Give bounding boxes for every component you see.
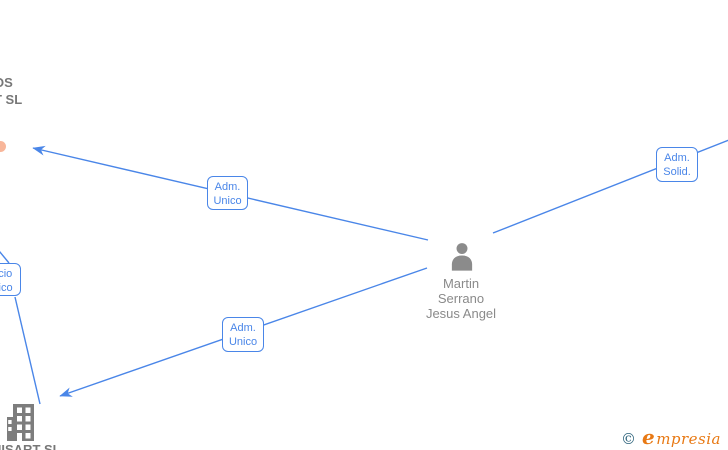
edge-label-line: Solid. [663, 166, 691, 178]
edge-label-line: Unico [0, 282, 13, 294]
edge-label-line: Unico [213, 195, 242, 207]
brand-rest: mpresia [656, 430, 721, 448]
empresia-logo[interactable]: © empresia [621, 425, 721, 449]
company-bottom-left-name: NISART SL [0, 442, 61, 450]
brand-wordmark: empresia [642, 425, 721, 449]
person-name-line3: Jesus Angel [425, 306, 497, 321]
edge-label-line: Adm. [664, 152, 690, 164]
edge-label-adm-unico-top: Adm. Unico [207, 176, 248, 210]
person-icon [451, 243, 473, 271]
relationship-edge [0, 250, 10, 264]
person-name-line2: Serrano [437, 291, 485, 306]
edge-label-line: Adm. [214, 181, 241, 193]
person-node[interactable] [446, 241, 478, 276]
relationship-edge [14, 296, 41, 405]
person-name-line1: Martin [442, 276, 480, 291]
company-bottom-left-label[interactable]: NISART SL [0, 441, 61, 450]
edge-label-socio-unico: Socio Unico [0, 263, 21, 296]
edge-label-line: Socio [0, 268, 13, 280]
edge-label-adm-unico-bottom: Adm. Unico [222, 317, 264, 352]
company-top-left-label[interactable]: OS T SL [0, 74, 22, 108]
company-node-bottom-left[interactable] [7, 404, 34, 446]
edge-label-line: Unico [228, 336, 258, 348]
edge-label-line: Adm. [230, 322, 256, 334]
brand-initial: e [641, 425, 656, 449]
partial-node-dot [0, 141, 6, 152]
building-icon [7, 404, 34, 441]
edge-label-adm-solid: Adm. Solid. [656, 147, 698, 182]
company-top-left-line1: OS [0, 75, 13, 90]
copyright-icon: © [620, 430, 636, 448]
company-top-left-line2: T SL [0, 92, 23, 107]
